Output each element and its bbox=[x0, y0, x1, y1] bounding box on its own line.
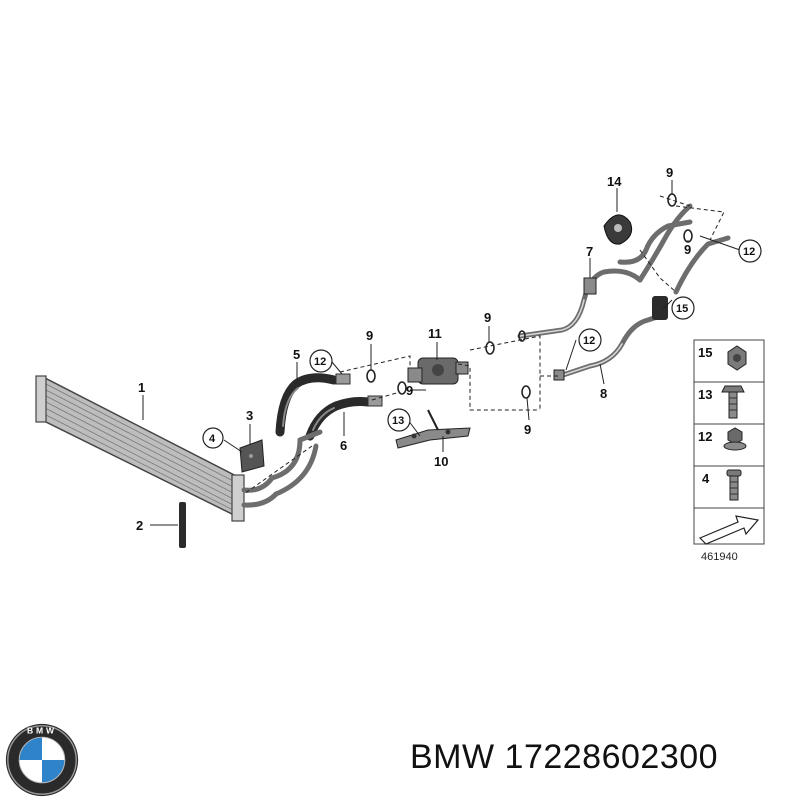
callout-14: 14 bbox=[607, 174, 622, 189]
diagram-id: 461940 bbox=[701, 551, 738, 563]
brand-name: BMW bbox=[410, 738, 495, 776]
svg-text:12: 12 bbox=[314, 356, 326, 368]
callout-13-circle: 13 bbox=[387, 408, 411, 432]
callout-12-c-circle: 12 bbox=[738, 239, 762, 263]
hardware-legend: 15 13 12 4 461940 bbox=[693, 339, 765, 563]
callout-12-a-circle: 12 bbox=[309, 349, 333, 373]
hose-part-6 bbox=[269, 395, 383, 497]
callout-3: 3 bbox=[246, 408, 253, 423]
logo-lettering: BMW bbox=[27, 725, 57, 735]
svg-text:12: 12 bbox=[743, 246, 755, 258]
bmw-logo-icon: BMW bbox=[5, 723, 79, 797]
callout-labels: 1 2 3 5 6 7 8 9 9 9 9 9 9 9 10 11 14 bbox=[136, 165, 691, 533]
callout-5: 5 bbox=[293, 347, 300, 362]
svg-text:15: 15 bbox=[676, 303, 688, 315]
flange-nut-icon bbox=[723, 427, 747, 451]
bolt-icon bbox=[721, 385, 745, 419]
legend-number-12: 12 bbox=[698, 429, 712, 444]
pipe-part-8 bbox=[553, 235, 731, 381]
nut-icon bbox=[727, 345, 747, 371]
circled-callouts: 4 12 12 12 13 15 bbox=[202, 239, 762, 449]
callout-15-circle: 15 bbox=[671, 296, 695, 320]
svg-text:12: 12 bbox=[583, 335, 595, 347]
callout-9-c: 9 bbox=[484, 310, 491, 325]
legend-number-15: 15 bbox=[698, 345, 712, 360]
radiator-part bbox=[35, 375, 279, 522]
legend-number-13: 13 bbox=[698, 387, 712, 402]
svg-text:13: 13 bbox=[392, 415, 404, 427]
callout-12-b-circle: 12 bbox=[578, 328, 602, 352]
callout-9-f: 9 bbox=[684, 242, 691, 257]
leader-lines bbox=[142, 180, 741, 526]
callout-2: 2 bbox=[136, 518, 143, 533]
hose-part-5 bbox=[275, 373, 351, 437]
callout-9-d: 9 bbox=[524, 422, 531, 437]
bracket-part bbox=[239, 439, 265, 473]
valve-part bbox=[407, 357, 469, 385]
part-number: 17228602300 bbox=[504, 738, 719, 776]
assembly-lines bbox=[243, 195, 725, 495]
callout-7: 7 bbox=[586, 244, 593, 259]
callout-8: 8 bbox=[600, 386, 607, 401]
legend-number-4: 4 bbox=[702, 471, 710, 486]
callout-1: 1 bbox=[138, 380, 145, 395]
seal-ring-parts bbox=[366, 193, 693, 399]
holder-part bbox=[395, 409, 471, 449]
callout-11: 11 bbox=[428, 326, 442, 341]
callout-9-a: 9 bbox=[366, 328, 373, 343]
pipe-part-7 bbox=[517, 203, 693, 339]
clip-part-14 bbox=[603, 214, 633, 245]
callout-10: 10 bbox=[434, 454, 448, 469]
part-number-caption: BMW 17228602300 bbox=[410, 738, 718, 777]
screw-icon bbox=[726, 469, 742, 501]
diagram-arrow-icon bbox=[698, 515, 760, 545]
seal-strip-part bbox=[179, 502, 186, 548]
callout-9-e: 9 bbox=[666, 165, 673, 180]
callout-4-circle: 4 bbox=[202, 427, 224, 449]
callout-6: 6 bbox=[340, 438, 347, 453]
callout-9-b: 9 bbox=[406, 383, 413, 398]
svg-text:4: 4 bbox=[209, 433, 216, 445]
